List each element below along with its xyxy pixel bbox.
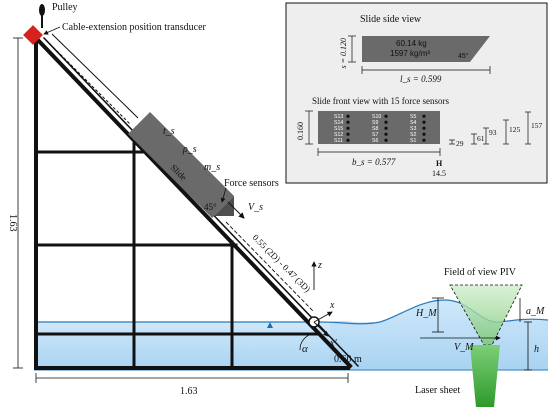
sensor-label: S11	[334, 138, 343, 144]
sensor-dot	[422, 120, 426, 124]
sensor-dot	[384, 132, 388, 136]
alpha-symbol: α	[302, 343, 308, 355]
sensor-label: S7	[372, 132, 378, 138]
hm-symbol: H_M	[415, 308, 437, 319]
laser-sheet-label: Laser sheet	[415, 385, 460, 396]
rho-symbol: ρ_s	[182, 144, 197, 155]
sensor-dot	[384, 120, 388, 124]
sensor-label: S4	[410, 120, 416, 126]
piv-field-of-view: Field of view PIV Laser sheet	[415, 267, 523, 407]
force-sensors-label: Force sensors	[224, 178, 279, 189]
ls-dim: l_s = 0.599	[400, 74, 442, 84]
width-label: 1.63	[180, 386, 198, 397]
sensor-dot	[384, 138, 388, 142]
height-label: 1.63	[7, 214, 18, 232]
sensor-label: S3	[410, 126, 416, 132]
ms-symbol: m_s	[204, 162, 220, 173]
x-axis-arrow	[313, 311, 333, 323]
sensor-dot	[346, 138, 350, 142]
sensor-label: S6	[372, 138, 378, 144]
transducer-label: Cable-extension position transducer	[62, 22, 207, 33]
sensor-label: S1	[410, 138, 416, 144]
dim-29: 29	[456, 139, 464, 148]
front-view-title: Slide front view with 15 force sensors	[312, 96, 449, 106]
ramp-frame	[33, 35, 360, 370]
cable-line	[45, 39, 131, 125]
sensor-dot	[422, 114, 426, 118]
wave-dimensions: H_M a_M V_M h	[415, 297, 545, 371]
vs-symbol: V_s	[248, 202, 263, 213]
side-mass: 60.14 kg	[396, 39, 427, 48]
sensor-dot	[346, 132, 350, 136]
slide-angle-label: 45°	[204, 202, 217, 212]
sensor-dot	[346, 114, 350, 118]
dim-145: 14.5	[432, 169, 446, 178]
sensor-height-dims	[449, 111, 531, 145]
sensor-dot	[346, 120, 350, 124]
sensor-dot	[346, 126, 350, 130]
force-sensor-pointer	[220, 187, 227, 203]
sensor-dot	[384, 126, 388, 130]
am-symbol: a_M	[526, 306, 545, 317]
x-symbol: x	[329, 300, 335, 311]
sensor-label: S14	[334, 120, 343, 126]
width-dimension: 1.63	[35, 373, 349, 397]
xprime-symbol: x'	[329, 338, 337, 349]
dim-93: 93	[489, 128, 497, 137]
vm-symbol: V_M	[454, 342, 474, 353]
sensor-dot	[422, 126, 426, 130]
sensor-label: S15	[334, 126, 343, 132]
front-height: 0.160	[296, 122, 305, 140]
dim-125: 125	[509, 125, 521, 134]
dim-61: 61	[477, 134, 485, 143]
z-symbol: z	[317, 260, 322, 271]
sensor-dot	[422, 138, 426, 142]
pulley-label: Pulley	[52, 2, 78, 13]
inset-panel: Slide side view 60.14 kg 1597 kg/m³ 45° …	[285, 2, 548, 184]
velocity-arrow	[227, 201, 245, 219]
bs-dim: b_s = 0.577	[352, 157, 396, 167]
s-dim: s = 0.120	[339, 38, 348, 69]
sensor-label: S12	[334, 132, 343, 138]
xprime-axis-arrow	[313, 321, 329, 337]
distance-dimension: 0.55 (2D) - 0.47 (3D)	[225, 221, 315, 313]
cable-line-2	[51, 33, 139, 119]
sensor-label: S13	[334, 114, 343, 120]
sensor-label: S10	[372, 114, 381, 120]
sensor-label: S8	[372, 126, 378, 132]
sensor-dot	[422, 132, 426, 136]
side-density: 1597 kg/m³	[390, 49, 430, 58]
sensor-label: S2	[410, 132, 416, 138]
sensor-dot	[384, 114, 388, 118]
sensor-label: S5	[410, 114, 416, 120]
front-view-slide	[318, 111, 440, 144]
height-dimension: 1.63	[7, 37, 23, 369]
alpha-arc	[299, 333, 313, 351]
dim-157: 157	[531, 121, 543, 130]
ts-symbol: t_s	[163, 126, 175, 137]
piv-label: Field of view PIV	[444, 267, 517, 278]
h-symbol: h	[534, 344, 539, 355]
side-view-title: Slide side view	[360, 14, 422, 25]
sensor-label: S9	[372, 120, 378, 126]
h-marker: H	[436, 159, 443, 168]
pulley-assembly: Pulley Cable-extension position transduc…	[23, 2, 207, 45]
side-angle: 45°	[458, 52, 469, 60]
slide-block: Slide 45°	[128, 112, 234, 218]
depth-label: 0.60 m	[334, 354, 362, 365]
side-view-slide	[362, 36, 490, 62]
